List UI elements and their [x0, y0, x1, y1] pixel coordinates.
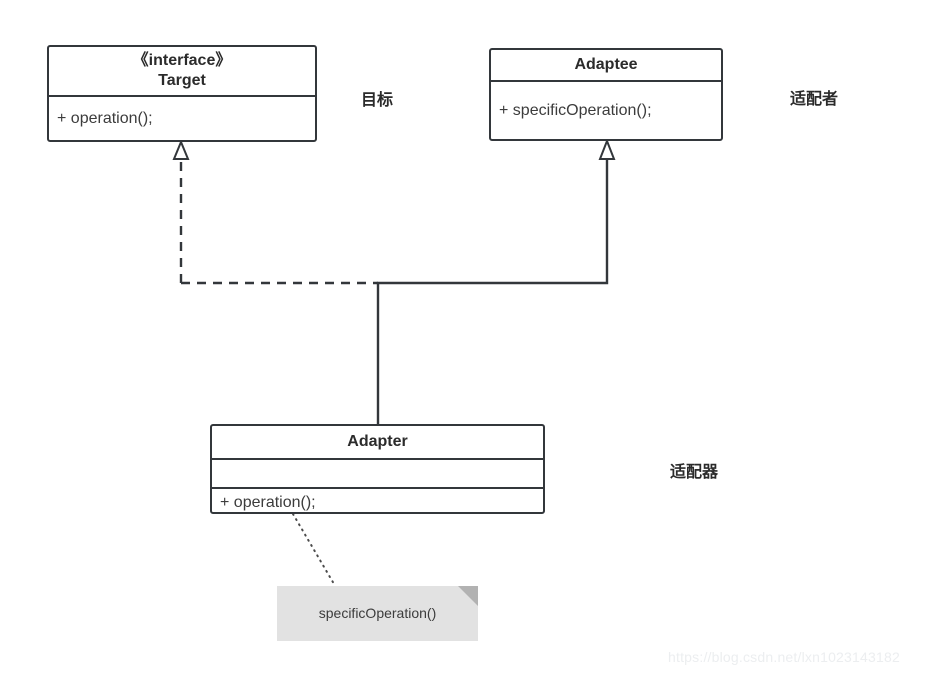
- class-name-adapter: Adapter: [347, 433, 408, 450]
- note-box[interactable]: specificOperation(): [277, 586, 478, 641]
- watermark-text: https://blog.csdn.net/lxn1023143182: [668, 649, 900, 665]
- relation-realization-target: [172, 139, 378, 285]
- class-operation-adapter-0: + operation();: [212, 487, 543, 516]
- annotation-adaptee-label: 适配者: [790, 91, 839, 108]
- note-fold-corner-icon: [458, 586, 478, 606]
- note-text: specificOperation(): [318, 604, 437, 621]
- class-attributes-adapter: [212, 458, 543, 487]
- class-operation-target-0: + operation();: [49, 95, 315, 140]
- class-box-adaptee[interactable]: Adaptee + specificOperation();: [489, 48, 723, 141]
- class-box-adapter[interactable]: Adapter + operation();: [210, 424, 545, 514]
- annotation-target-label: 目标: [361, 92, 394, 109]
- class-title-adaptee: Adaptee: [491, 50, 721, 80]
- generalization-path-segment: [376, 156, 609, 285]
- annotation-adapter-label: 适配器: [670, 464, 719, 481]
- hollow-triangle-arrowhead-adaptee: [598, 138, 616, 160]
- note-link-dotted-line: [292, 513, 335, 585]
- relation-generalization-adaptee: [376, 138, 616, 285]
- class-name-target: Target: [158, 72, 206, 89]
- class-box-target[interactable]: 《interface》 Target + operation();: [47, 45, 317, 142]
- class-operation-adaptee-0: + specificOperation();: [491, 80, 721, 139]
- class-name-adaptee: Adaptee: [574, 56, 638, 73]
- class-title-target: 《interface》 Target: [49, 47, 315, 95]
- class-stereotype-target: 《interface》: [132, 52, 232, 69]
- class-title-adapter: Adapter: [212, 426, 543, 458]
- hollow-triangle-arrowhead-target: [172, 139, 190, 160]
